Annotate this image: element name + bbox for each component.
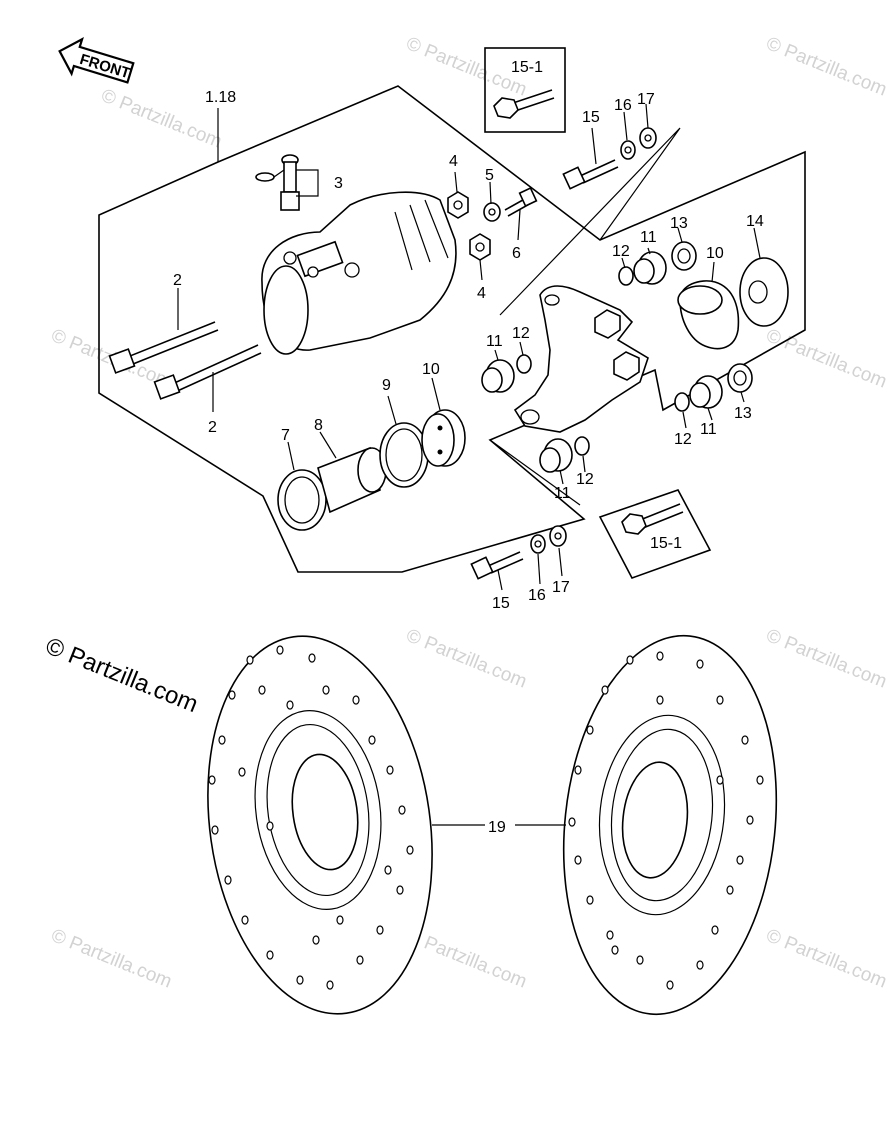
callout-3: 3 — [334, 175, 343, 192]
ring-12 — [574, 436, 590, 456]
washer-16 — [620, 140, 636, 160]
piston-8 — [317, 446, 387, 514]
callout-16: 16 — [528, 587, 546, 604]
seal-9 — [379, 422, 429, 488]
callout-15-1: 15-1 — [511, 59, 543, 76]
bolt-15-1 — [621, 503, 684, 535]
callout-9: 9 — [382, 377, 391, 394]
callout-12: 12 — [674, 431, 692, 448]
bolt-15-1-box — [598, 489, 712, 579]
callout-1-18: 1.18 — [205, 89, 236, 106]
callout-15-1: 15-1 — [650, 535, 682, 552]
washer-5 — [483, 202, 501, 222]
watermark-text: © Partzilla.com — [48, 925, 175, 992]
seal-7 — [277, 469, 327, 531]
callout-13: 13 — [670, 215, 688, 232]
cover-14 — [739, 257, 789, 327]
bushing-11 — [539, 438, 573, 473]
callout-13: 13 — [734, 405, 752, 422]
washer-16 — [530, 534, 546, 554]
caliper-body — [261, 191, 457, 355]
watermark-text: © Partzilla.com — [763, 325, 890, 392]
bushing-11 — [633, 251, 667, 285]
callout-4: 4 — [449, 153, 458, 170]
cap-13 — [671, 241, 697, 271]
callout-17: 17 — [552, 579, 570, 596]
brake-disc-right — [562, 634, 778, 1016]
callout-12: 12 — [576, 471, 594, 488]
callout-15: 15 — [492, 595, 510, 612]
bushing-11 — [689, 375, 723, 409]
callout-10: 10 — [706, 245, 724, 262]
washer-17 — [549, 525, 567, 547]
callout-15: 15 — [582, 109, 600, 126]
callout-labels: 1.18 2 2 3 4 4 5 6 7 8 9 10 10 11 11 11 … — [173, 59, 764, 836]
bolt-2 — [153, 344, 262, 400]
callout-11: 11 — [700, 421, 717, 438]
callout-7: 7 — [281, 427, 290, 444]
callout-16: 16 — [614, 97, 632, 114]
callout-14: 14 — [746, 213, 764, 230]
ring-12 — [618, 266, 634, 286]
copyright-text: © Partzilla.com — [42, 633, 202, 719]
brake-disc-left — [207, 635, 433, 1015]
ring-12 — [674, 392, 690, 412]
callout-19: 19 — [488, 819, 506, 836]
watermark-text: © Partzilla.com — [763, 625, 890, 692]
callout-2: 2 — [208, 419, 217, 436]
callout-11: 11 — [554, 485, 571, 502]
bolt-15-1 — [493, 89, 555, 119]
pad-10 — [677, 280, 740, 350]
ring-12 — [516, 354, 532, 374]
caliper-bracket — [513, 285, 649, 433]
pad-10 — [421, 409, 466, 467]
callout-4: 4 — [477, 285, 486, 302]
callout-11: 11 — [486, 333, 503, 350]
watermark-text: © Partzilla.com — [403, 925, 530, 992]
watermark-text: © Partzilla.com — [763, 33, 890, 100]
bushing-11 — [481, 359, 515, 393]
bolt-15 — [562, 159, 619, 190]
nut-4 — [447, 191, 469, 219]
cap-13 — [727, 363, 753, 393]
bolt-15-1-box — [484, 47, 566, 133]
watermark-text: © Partzilla.com — [403, 625, 530, 692]
watermark-text: © Partzilla.com — [763, 925, 890, 992]
bleeder-valve — [255, 154, 300, 211]
callout-6: 6 — [512, 245, 521, 262]
callout-10: 10 — [422, 361, 440, 378]
callout-12: 12 — [612, 243, 630, 260]
callout-2: 2 — [173, 272, 182, 289]
bracket-outline — [499, 127, 681, 316]
callout-8: 8 — [314, 417, 323, 434]
nut-4 — [469, 233, 491, 261]
bolt-2 — [108, 321, 219, 374]
bolt-15 — [470, 551, 524, 580]
front-arrow-icon: FRONT — [58, 37, 135, 84]
bolt-6 — [504, 187, 538, 217]
callout-17: 17 — [637, 91, 655, 108]
callout-12: 12 — [512, 325, 530, 342]
leader-line — [489, 439, 581, 506]
leader-lines — [177, 103, 761, 826]
washer-17 — [639, 127, 657, 149]
callout-11: 11 — [640, 229, 657, 246]
callout-5: 5 — [485, 167, 494, 184]
